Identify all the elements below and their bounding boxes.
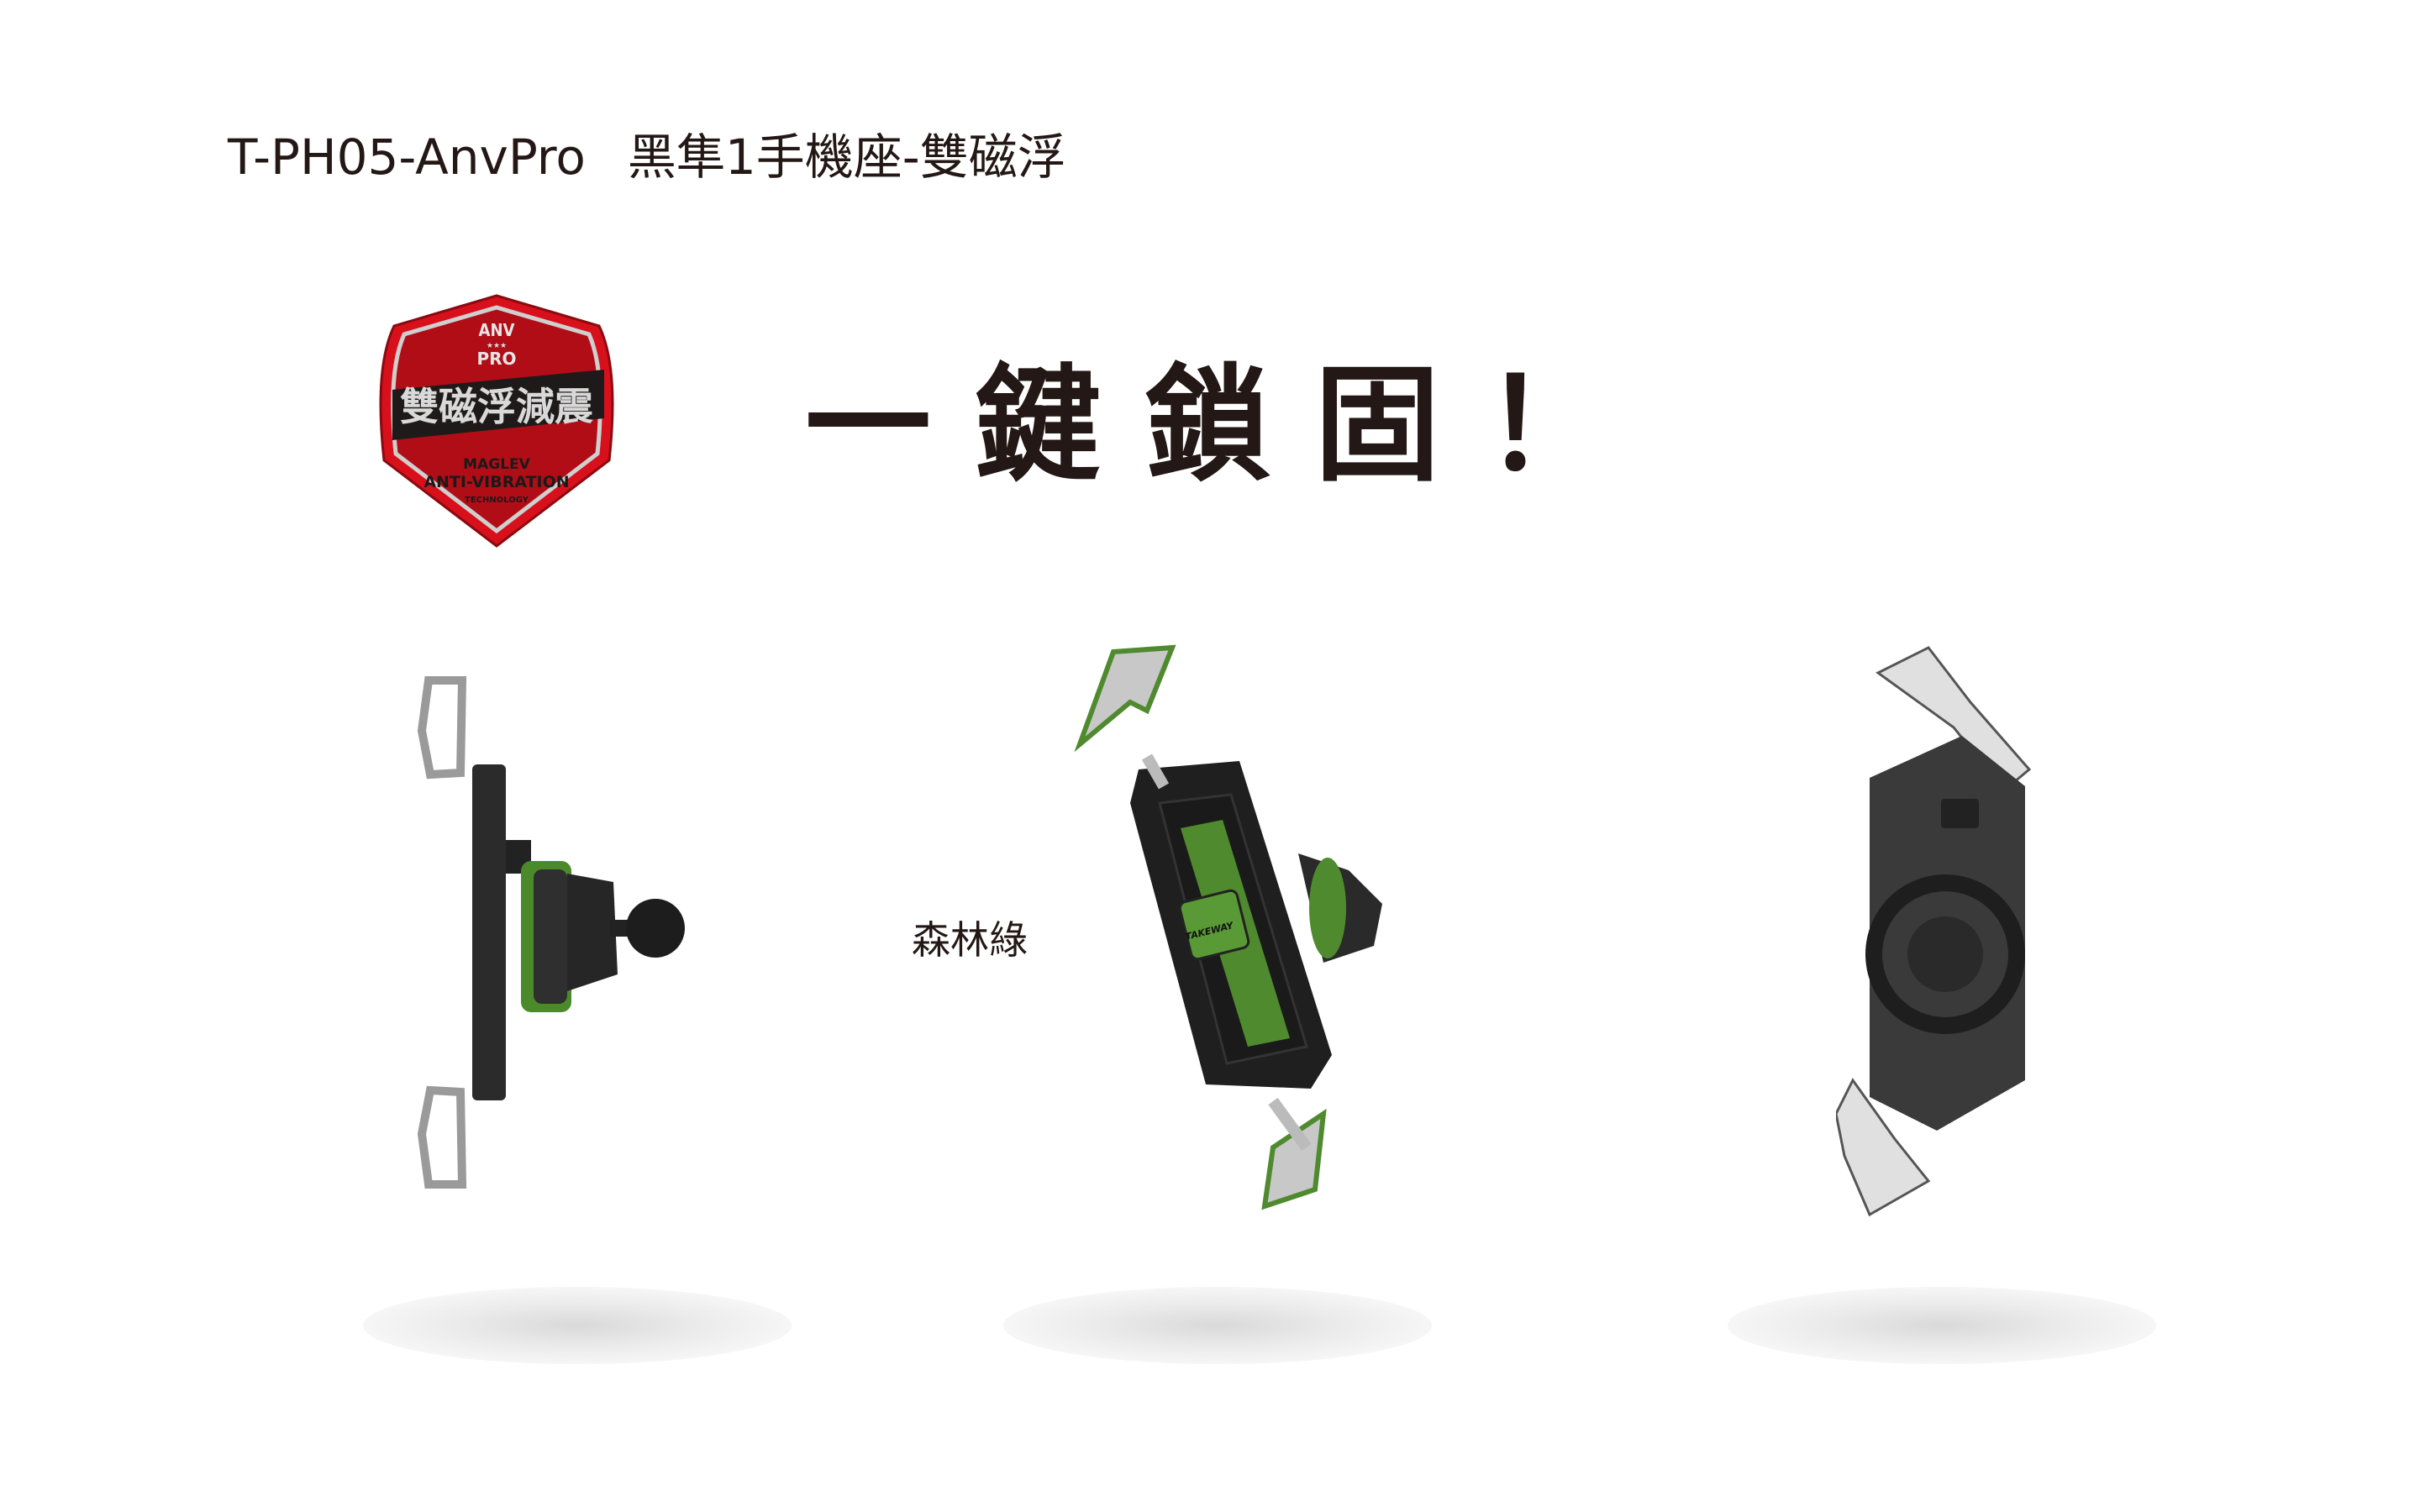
- badge-main-text: 雙磁浮減震: [400, 384, 593, 429]
- product-shadow: [1728, 1287, 2156, 1364]
- svg-text:★★★: ★★★: [487, 342, 507, 350]
- product-side-view-image: [395, 672, 731, 1197]
- badge-pro-text: PRO: [476, 349, 516, 369]
- svg-text:MAGLEV: MAGLEV: [463, 456, 530, 473]
- color-variant-label: 森林綠: [912, 917, 1028, 963]
- product-name: 黑隼1手機座-雙磁浮: [627, 129, 1066, 186]
- svg-text:ANTI-VIBRATION: ANTI-VIBRATION: [424, 473, 569, 491]
- page-title: T-PH05-AnvPro 黑隼1手機座-雙磁浮: [228, 118, 1066, 188]
- model-number: T-PH05-AnvPro: [228, 129, 586, 186]
- badge-anv-text: ANV: [479, 320, 515, 340]
- product-shadow: [363, 1287, 792, 1364]
- maglev-badge-logo: ANV ★★★ PRO 雙磁浮減震 MAGLEV ANTI-VIBRATION …: [374, 292, 619, 549]
- headline: 一鍵鎖固！: [805, 353, 1655, 499]
- product-back-view-image: [1834, 643, 2054, 1223]
- svg-text:TECHNOLOGY: TECHNOLOGY: [465, 496, 529, 505]
- product-shadow: [1003, 1287, 1432, 1364]
- product-front-view-image: TAKEWAY: [1055, 643, 1391, 1215]
